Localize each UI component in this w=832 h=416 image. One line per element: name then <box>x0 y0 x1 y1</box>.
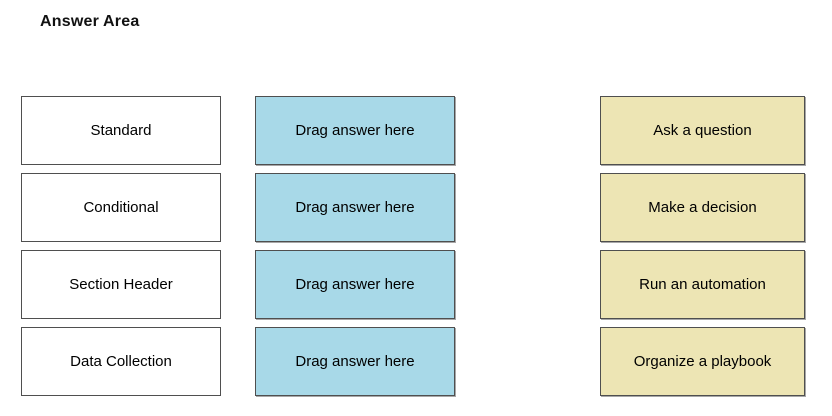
drop-zone-conditional[interactable]: Drag answer here <box>255 173 455 242</box>
page-title: Answer Area <box>40 13 140 30</box>
answer-option-organize-a-playbook[interactable]: Organize a playbook <box>600 327 805 396</box>
answer-option-ask-a-question[interactable]: Ask a question <box>600 96 805 165</box>
drop-zone-data-collection[interactable]: Drag answer here <box>255 327 455 396</box>
category-column: Standard Conditional Section Header Data… <box>21 96 221 396</box>
answer-option-make-a-decision[interactable]: Make a decision <box>600 173 805 242</box>
drop-zone-column: Drag answer here Drag answer here Drag a… <box>255 96 455 396</box>
drop-zone-standard[interactable]: Drag answer here <box>255 96 455 165</box>
answer-option-column: Ask a question Make a decision Run an au… <box>600 96 805 396</box>
category-box-data-collection: Data Collection <box>21 327 221 396</box>
category-box-conditional: Conditional <box>21 173 221 242</box>
drop-zone-section-header[interactable]: Drag answer here <box>255 250 455 319</box>
answer-option-run-an-automation[interactable]: Run an automation <box>600 250 805 319</box>
category-box-section-header: Section Header <box>21 250 221 319</box>
category-box-standard: Standard <box>21 96 221 165</box>
